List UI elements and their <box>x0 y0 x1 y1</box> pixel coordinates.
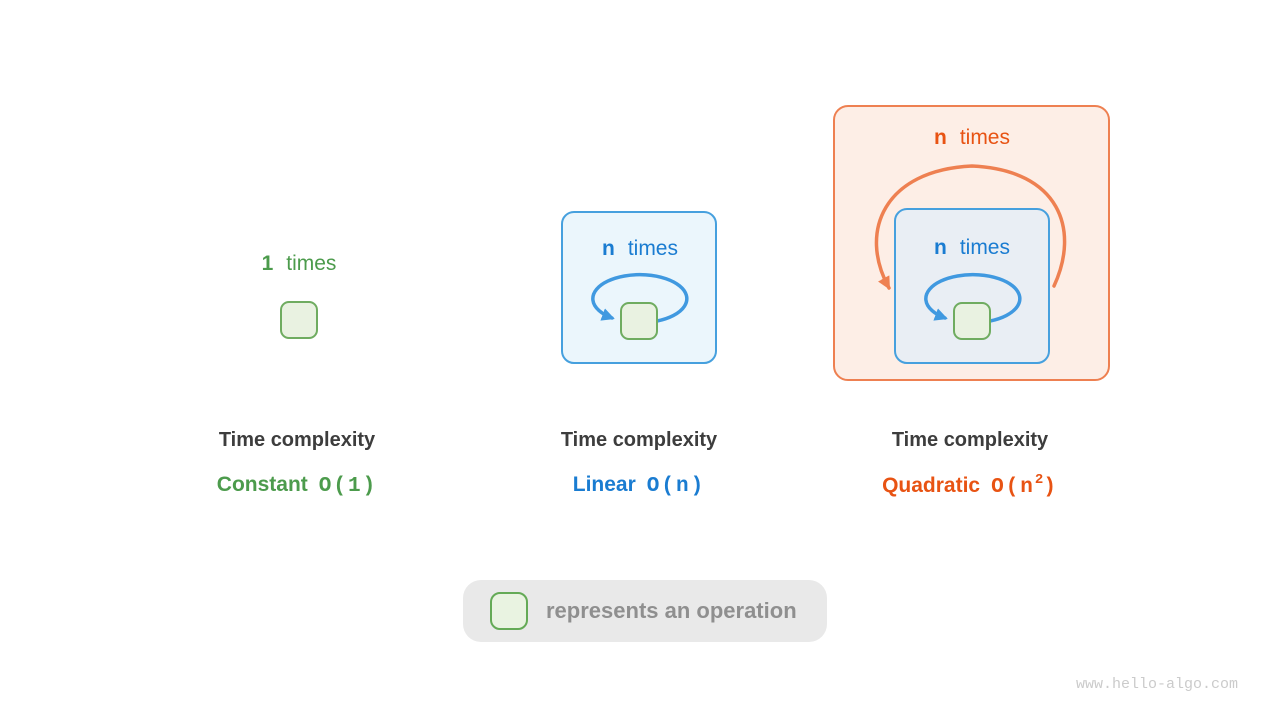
operation-box <box>620 302 658 340</box>
operation-box <box>280 301 318 339</box>
quadratic-complexity-label: Quadratic O(n2) <box>820 472 1120 499</box>
linear-count: n <box>601 237 615 260</box>
quadratic-inner-count: n <box>933 236 947 259</box>
legend: represents an operation <box>463 580 827 642</box>
linear-name: Linear <box>572 473 636 496</box>
quadratic-outer-times-word: times <box>959 126 1010 149</box>
quadratic-big-o-open: O(n <box>991 476 1035 499</box>
quadratic-inner-times-word: times <box>959 236 1010 259</box>
quadratic-inner-loop-box <box>894 208 1050 364</box>
linear-times-word: times <box>627 237 678 260</box>
quadratic-big-o-exponent: 2 <box>1034 472 1044 488</box>
linear-complexity-label: Linear O(n) <box>489 473 789 498</box>
operation-box <box>953 302 991 340</box>
constant-times-label: 1 times <box>189 252 409 276</box>
constant-name: Constant <box>216 473 308 496</box>
operation-box-icon <box>490 592 528 630</box>
quadratic-big-o-close: ) <box>1043 476 1058 499</box>
quadratic-title: Time complexity <box>891 429 1049 451</box>
legend-label: represents an operation <box>546 598 797 623</box>
quadratic-big-o: O(n2) <box>991 472 1058 499</box>
quadratic-outer-count: n <box>933 126 947 149</box>
constant-big-o: O(1) <box>318 475 378 498</box>
constant-title: Time complexity <box>218 429 376 451</box>
watermark: www.hello-algo.com <box>1076 676 1239 693</box>
constant-times-word: times <box>286 252 337 275</box>
linear-loop-box <box>561 211 717 364</box>
constant-count: 1 <box>261 252 274 275</box>
linear-big-o: O(n) <box>646 475 706 498</box>
constant-complexity-label: Constant O(1) <box>147 473 447 498</box>
linear-title: Time complexity <box>560 429 718 451</box>
quadratic-name: Quadratic <box>882 474 981 497</box>
